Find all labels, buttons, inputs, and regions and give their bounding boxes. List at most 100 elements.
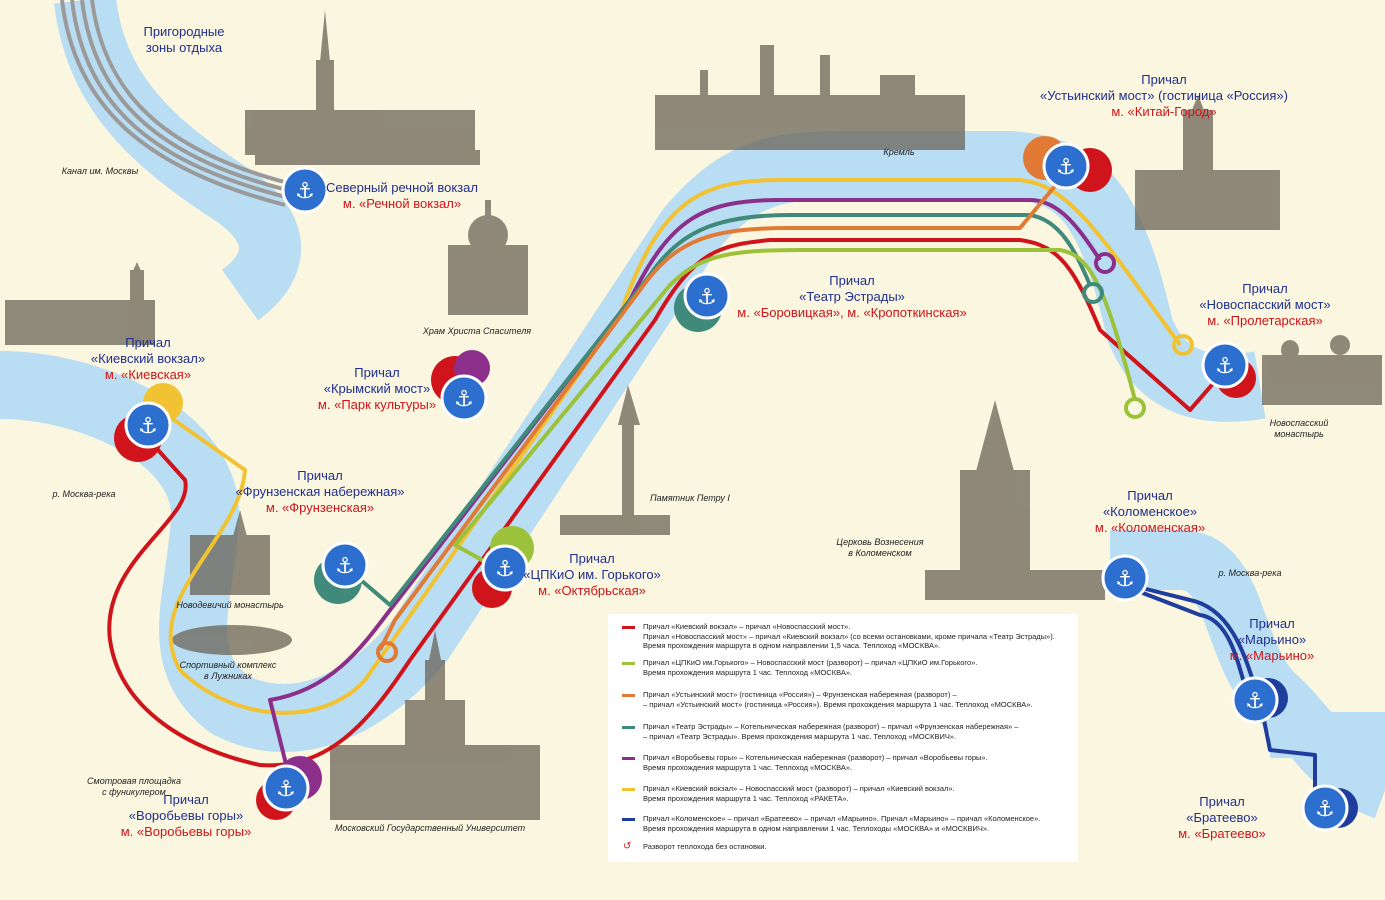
metro-name: м. «Коломенская»: [1094, 520, 1206, 535]
uturn-markers: [376, 252, 1194, 663]
pier-ustinsky[interactable]: ⚓: [1023, 136, 1112, 192]
pier-frunzenskaya[interactable]: ⚓: [314, 541, 369, 604]
station-name: Причал: [1199, 794, 1245, 809]
station-name: «Новоспасский мост»: [1199, 297, 1331, 312]
caption-novodevichy: Новодевичий монастырь: [176, 600, 284, 610]
route-line-purple: [268, 198, 1102, 781]
khram-illustration: [448, 200, 528, 315]
legend-text: Причал «Театр Эстрады» – Котельническая …: [643, 722, 1019, 741]
metro-name: м. «Фрунзенская»: [265, 500, 375, 515]
station-name: «Марьино»: [1237, 632, 1307, 647]
rechnoy-vokzal-building: [245, 10, 480, 165]
svg-text:⚓: ⚓: [1215, 354, 1235, 379]
legend-swatch: [622, 626, 635, 629]
label-krymsky: Причал «Крымский мост» м. «Парк культуры…: [318, 365, 436, 413]
metro-name: м. «Воробьевы горы»: [120, 824, 252, 839]
legend-swatch: [622, 757, 635, 760]
legend-swatch: [622, 662, 635, 665]
pier-novospassky[interactable]: ⚓: [1201, 341, 1256, 398]
route-line-yellow: [158, 178, 1182, 715]
caption-canal: Канал им. Москвы: [61, 166, 139, 176]
pier-vorobyovy[interactable]: ⚓: [256, 756, 322, 820]
metro-name: м. «Пролетарская»: [1207, 313, 1323, 328]
caption-luzhniki: Спортивный комплекс в Лужниках: [179, 660, 277, 681]
route-line-teal: [353, 213, 1092, 607]
station-name: Причал: [1249, 616, 1295, 631]
landmark-illustrations: [5, 10, 1382, 820]
station-name: Причал: [569, 551, 615, 566]
pier-rechnoy[interactable]: ⚓: [281, 166, 329, 214]
svg-text:⚓: ⚓: [1115, 567, 1135, 592]
suburban-route-lines: [60, 0, 301, 207]
pier-kievsky[interactable]: ⚓: [114, 383, 183, 462]
station-name: Причал: [297, 468, 343, 483]
caption-funicular: Смотровая площадка с фуникулером: [87, 776, 181, 797]
legend-swatch: [622, 818, 635, 821]
station-name: Причал: [354, 365, 400, 380]
svg-text:⚓: ⚓: [1056, 155, 1076, 180]
metro-name: м. «Речной вокзал»: [342, 196, 462, 211]
label-suburban: Пригородные зоны отдыха: [143, 24, 225, 55]
caption-mgu: Московский Государственный Университет: [334, 823, 526, 833]
caption-river-1: р. Москва-река: [52, 489, 116, 499]
svg-text:⚓: ⚓: [138, 414, 158, 439]
svg-text:⚓: ⚓: [1315, 797, 1335, 822]
station-name: Причал: [125, 335, 171, 350]
label-frunzenskaya: Причал «Фрунзенская набережная» м. «Фрун…: [235, 468, 404, 516]
pier-gorky[interactable]: ⚓: [472, 526, 534, 608]
label-marino: Причал «Марьино» м. «Марьино»: [1230, 616, 1315, 664]
legend-text: Причал «Коломенское» – причал «Братеево»…: [643, 814, 1041, 833]
metro-name: м. «Октябрьская»: [538, 583, 646, 598]
svg-text:⚓: ⚓: [295, 179, 315, 204]
metro-name: м. «Парк культуры»: [317, 397, 437, 412]
route-line-red: [107, 238, 1227, 768]
pier-markers[interactable]: ⚓ ⚓ ⚓ ⚓ ⚓ ⚓ ⚓ ⚓ ⚓ ⚓ ⚓ ⚓: [114, 136, 1358, 832]
caption-peter: Памятник Петру I: [650, 493, 730, 503]
svg-text:⚓: ⚓: [276, 777, 296, 802]
caption-kremlin: Кремль: [883, 147, 915, 157]
metro-name: м. «Боровицкая», м. «Кропоткинская»: [737, 305, 967, 320]
pier-brateevo[interactable]: ⚓: [1301, 784, 1358, 832]
station-name: Северный речной вокзал: [326, 180, 478, 195]
pier-marino[interactable]: ⚓: [1231, 676, 1288, 724]
station-name: «Киевский вокзал»: [90, 351, 206, 366]
hotel-ukraina-illustration: [1135, 95, 1280, 230]
legend-swatch: [622, 726, 635, 729]
station-name: «Воробьевы горы»: [128, 808, 244, 823]
metro-name: м. «Марьино»: [1229, 648, 1315, 663]
label-rechnoy: Северный речной вокзал м. «Речной вокзал…: [326, 180, 478, 212]
label-gorky: Причал «ЦПКиО им. Горького» м. «Октябрьс…: [523, 551, 661, 599]
station-name: Причал: [163, 792, 209, 807]
svg-text:⚓: ⚓: [454, 387, 474, 412]
label-kolomenskoe: Причал «Коломенское» м. «Коломенская»: [1095, 488, 1205, 536]
kievsky-vokzal-illustration: [5, 262, 155, 345]
route-line-lime: [453, 248, 1137, 572]
label-vorobyovy: Причал «Воробьевы горы» м. «Воробьевы го…: [121, 792, 252, 840]
svg-text:⚓: ⚓: [335, 554, 355, 579]
station-name: «Театр Эстрады»: [799, 289, 905, 304]
route-legend: Причал «Киевский вокзал» – причал «Новос…: [608, 614, 1078, 862]
pier-kolomenskoe[interactable]: ⚓: [1101, 554, 1149, 602]
label-brateevo: Причал «Братеево» м. «Братеево»: [1178, 794, 1266, 842]
svg-text:⚓: ⚓: [697, 285, 717, 310]
legend-text: Причал «Воробьевы горы» – Котельническая…: [643, 753, 988, 772]
label-novospassky: Причал «Новоспасский мост» м. «Пролетарс…: [1199, 281, 1330, 329]
svg-text:⚓: ⚓: [495, 557, 515, 582]
label-kievsky: Причал «Киевский вокзал» м. «Киевская»: [91, 335, 205, 383]
caption-voznesenie: Церковь Вознесения в Коломенском: [836, 537, 924, 558]
pier-estrady[interactable]: ⚓: [674, 272, 731, 332]
pier-krymsky[interactable]: ⚓: [431, 350, 490, 422]
route-line-orange: [378, 178, 1062, 651]
kremlin-illustration: [655, 45, 965, 150]
station-name: Причал: [1127, 488, 1173, 503]
voznesenie-illustration: [925, 400, 1105, 600]
station-name: «ЦПКиО им. Горького»: [523, 567, 661, 582]
svg-text:⚓: ⚓: [1245, 689, 1265, 714]
peter-monument-illustration: [560, 385, 670, 535]
station-name: Причал: [1242, 281, 1288, 296]
caption-river-2: р. Москва-река: [1218, 568, 1282, 578]
metro-name: м. «Киевская»: [104, 367, 192, 382]
metro-name: м. «Братеево»: [1178, 826, 1266, 841]
station-name: «Фрунзенская набережная»: [235, 484, 405, 499]
station-name: «Устьинский мост» (гостиница «Россия»): [1040, 88, 1288, 103]
